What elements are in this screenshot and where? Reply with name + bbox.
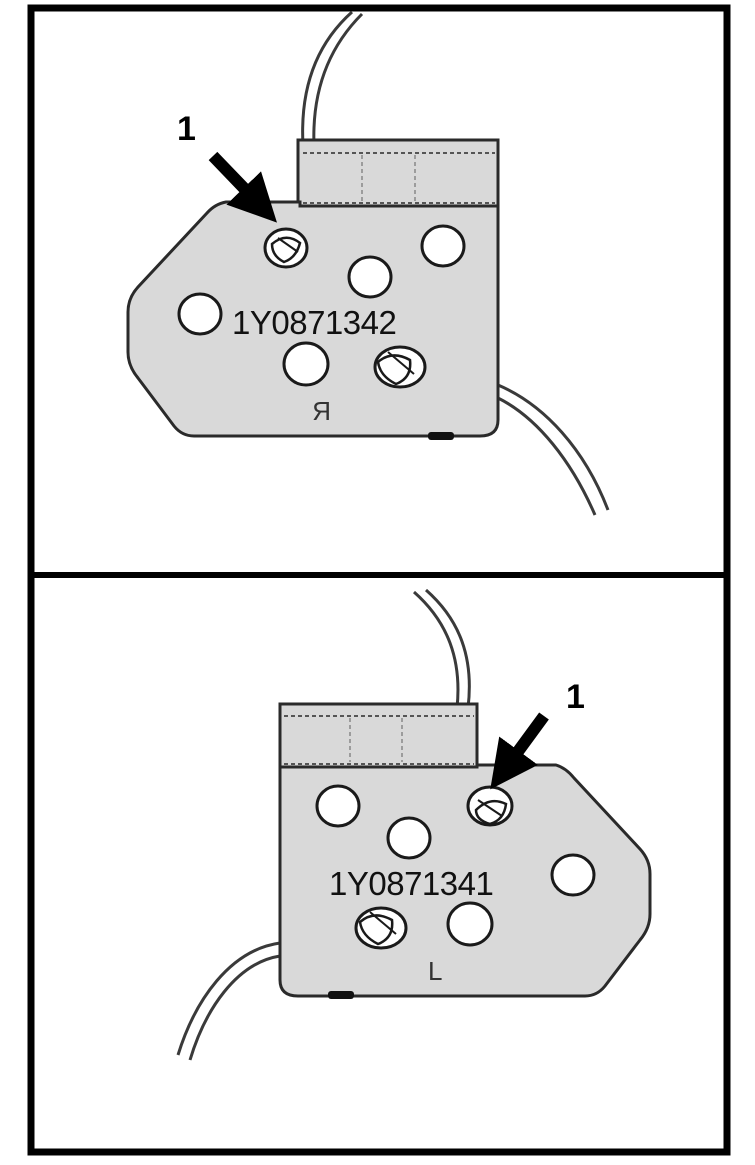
clip-hole bbox=[373, 345, 427, 389]
callout-arrow bbox=[208, 151, 277, 223]
part-number-label: 1Y0871341 bbox=[329, 865, 493, 902]
callout-number: 1 bbox=[566, 678, 585, 716]
mounting-hole bbox=[315, 784, 596, 947]
side-mark: R bbox=[312, 396, 331, 426]
clip-hole bbox=[263, 227, 309, 269]
connector-block bbox=[278, 702, 479, 769]
plate-tab bbox=[428, 432, 454, 440]
wire-bundle-bottom-upper bbox=[413, 588, 471, 709]
part-number-label: 1Y0871342 bbox=[232, 304, 396, 341]
callout-number: 1 bbox=[177, 110, 196, 148]
clip-hole bbox=[466, 785, 514, 827]
mounting-hole bbox=[177, 224, 466, 387]
panel-bottom: 1Y0871341 L 1 bbox=[176, 588, 652, 1061]
clip-hole bbox=[354, 906, 408, 950]
plate-tab bbox=[328, 991, 354, 999]
wire-bundle-top-lower bbox=[497, 383, 610, 516]
panel-top: 1Y0871342 R 1 bbox=[126, 10, 610, 516]
outer-frame bbox=[27, 4, 731, 1156]
connector-block bbox=[296, 138, 500, 208]
side-mark: L bbox=[428, 956, 442, 986]
wire-bundle-bottom-lower bbox=[176, 941, 281, 1061]
wire-bundle-top-upper bbox=[301, 10, 364, 146]
callout-arrow bbox=[490, 712, 549, 790]
